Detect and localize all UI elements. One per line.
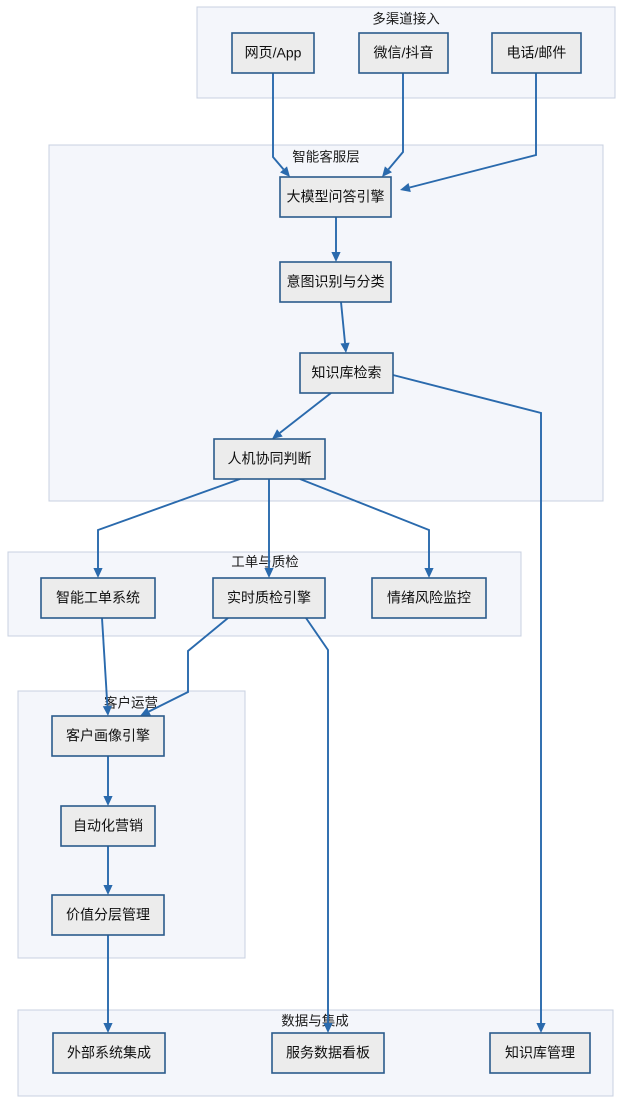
cluster-title-data: 数据与集成 [281, 1014, 349, 1029]
node-label-kbsearch: 知识库检索 [312, 365, 382, 381]
node-box-llm[interactable] [279, 176, 392, 218]
node-label-ticket: 智能工单系统 [56, 590, 140, 606]
node-box-qc[interactable] [212, 577, 326, 619]
edge-web-to-llm [272, 73, 285, 170]
arrowhead-web-to-llm [280, 166, 290, 177]
arrowhead-marketing-to-value [103, 885, 113, 895]
node-group: 网页/App 微信/抖音 电话/邮件大模型问答引擎意图识别与分类知识库检索人机协同判… [40, 32, 591, 1074]
node-profile[interactable]: 客户画像引擎 [51, 715, 165, 757]
node-label-emotion: 情绪风险监控 [387, 590, 471, 606]
node-kbsearch[interactable]: 知识库检索 [299, 352, 394, 394]
node-box-kbsearch[interactable] [299, 352, 394, 394]
cluster-title-customer: 客户运营 [104, 695, 158, 711]
node-intent[interactable]: 意图识别与分类 [279, 261, 392, 303]
node-label-intent: 意图识别与分类 [287, 274, 385, 290]
node-box-value[interactable] [51, 894, 165, 936]
arrowhead-wechat-to-llm [382, 166, 392, 177]
node-box-human[interactable] [213, 438, 326, 480]
edge-qc-to-dashboard [305, 617, 329, 1023]
node-label-value: 价值分层管理 [66, 907, 150, 923]
node-box-web[interactable] [231, 32, 315, 74]
arrowhead-kbsearch-to-human [272, 429, 283, 439]
node-box-kbmanage[interactable] [489, 1032, 591, 1074]
edge-kbsearch-to-human [279, 392, 332, 434]
node-box-dashboard[interactable] [271, 1032, 385, 1074]
edge-human-to-ticket [97, 478, 241, 568]
arrowhead-kbsearch-to-kbmanage [536, 1023, 546, 1033]
node-marketing[interactable]: 自动化营销 [60, 805, 156, 847]
arrowhead-qc-to-profile [140, 707, 152, 716]
node-box-emotion[interactable] [371, 577, 487, 619]
edge-human-to-emotion [299, 478, 430, 568]
node-box-marketing[interactable] [60, 805, 156, 847]
arrowhead-qc-to-dashboard [323, 1023, 333, 1033]
edge-kbsearch-to-kbmanage [392, 374, 542, 1023]
arrowhead-human-to-qc [264, 568, 274, 578]
node-label-wechat: 微信/抖音 [374, 45, 434, 61]
node-emotion[interactable]: 情绪风险监控 [371, 577, 487, 619]
arrowhead-value-to-external [103, 1023, 113, 1033]
node-label-llm: 大模型问答引擎 [287, 189, 385, 205]
node-label-marketing: 自动化营销 [73, 818, 143, 834]
arrowhead-human-to-ticket [93, 568, 103, 578]
node-value[interactable]: 价值分层管理 [51, 894, 165, 936]
node-human[interactable]: 人机协同判断 [213, 438, 326, 480]
node-label-profile: 客户画像引擎 [66, 728, 150, 744]
arrowhead-intent-to-kbsearch [340, 342, 350, 353]
arrowhead-phone-to-llm [400, 183, 411, 192]
edge-qc-to-profile [148, 617, 229, 713]
node-label-external: 外部系统集成 [67, 1045, 151, 1061]
node-box-phone[interactable] [491, 32, 582, 74]
node-label-web: 网页/App [245, 45, 302, 61]
node-ticket[interactable]: 智能工单系统 [40, 577, 156, 619]
node-box-ticket[interactable] [40, 577, 156, 619]
cluster-title-quality: 工单与质检 [231, 555, 299, 570]
node-qc[interactable]: 实时质检引擎 [212, 577, 326, 619]
edge-group [93, 73, 546, 1033]
node-box-intent[interactable] [279, 261, 392, 303]
node-wechat[interactable]: 微信/抖音 [358, 32, 449, 74]
node-llm[interactable]: 大模型问答引擎 [279, 176, 392, 218]
node-label-human: 人机协同判断 [228, 451, 312, 467]
node-box-profile[interactable] [51, 715, 165, 757]
edge-intent-to-kbsearch [340, 301, 346, 344]
arrowhead-llm-to-intent [331, 252, 341, 262]
node-label-kbmanage: 知识库管理 [505, 1045, 575, 1061]
arrowhead-human-to-emotion [424, 568, 434, 578]
cluster-title-service: 智能客服层 [292, 149, 360, 165]
node-label-phone: 电话/邮件 [507, 45, 567, 61]
cluster-title-channels: 多渠道接入 [372, 11, 440, 27]
node-web[interactable]: 网页/App [231, 32, 315, 74]
node-external[interactable]: 外部系统集成 [52, 1032, 166, 1074]
edge-ticket-to-profile [101, 617, 109, 707]
node-kbmanage[interactable]: 知识库管理 [489, 1032, 591, 1074]
arrowhead-profile-to-marketing [103, 796, 113, 806]
node-label-dashboard: 服务数据看板 [286, 1045, 370, 1061]
arrowhead-ticket-to-profile [102, 705, 112, 716]
node-box-external[interactable] [52, 1032, 166, 1074]
node-box-wechat[interactable] [358, 32, 449, 74]
node-label-qc: 实时质检引擎 [227, 590, 311, 606]
node-dashboard[interactable]: 服务数据看板 [271, 1032, 385, 1074]
edge-wechat-to-llm [387, 73, 404, 170]
edge-phone-to-llm [409, 73, 537, 189]
node-phone[interactable]: 电话/邮件 [491, 32, 582, 74]
